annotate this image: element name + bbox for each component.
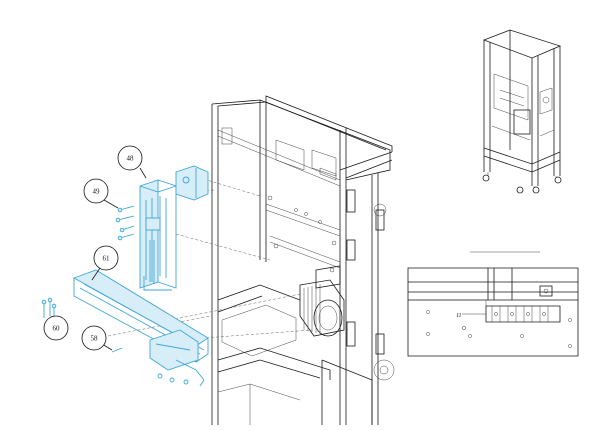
callout-48: 48	[117, 145, 147, 179]
explode-lines	[107, 171, 313, 341]
callout-58-label: 58	[91, 335, 99, 343]
callout-60: 60	[43, 315, 69, 341]
callout-49: 49	[83, 178, 119, 209]
isometric-thumbnail	[482, 29, 562, 194]
callout-61-label: 61	[103, 255, 111, 263]
actuator-assembly-48	[139, 165, 209, 291]
callout-58: 58	[81, 325, 113, 351]
detail-inset-label: 11	[456, 313, 462, 319]
callout-60-label: 60	[53, 325, 61, 333]
callout-48-label: 48	[127, 155, 135, 163]
callout-61: 61	[91, 245, 119, 281]
motor	[299, 265, 345, 337]
linear-rail-61	[72, 269, 209, 387]
callout-49-label: 49	[93, 188, 101, 196]
screws-49	[115, 205, 135, 241]
cabinet-frame	[211, 95, 395, 425]
screw-58	[111, 347, 123, 353]
detail-inset: 11	[407, 251, 579, 357]
